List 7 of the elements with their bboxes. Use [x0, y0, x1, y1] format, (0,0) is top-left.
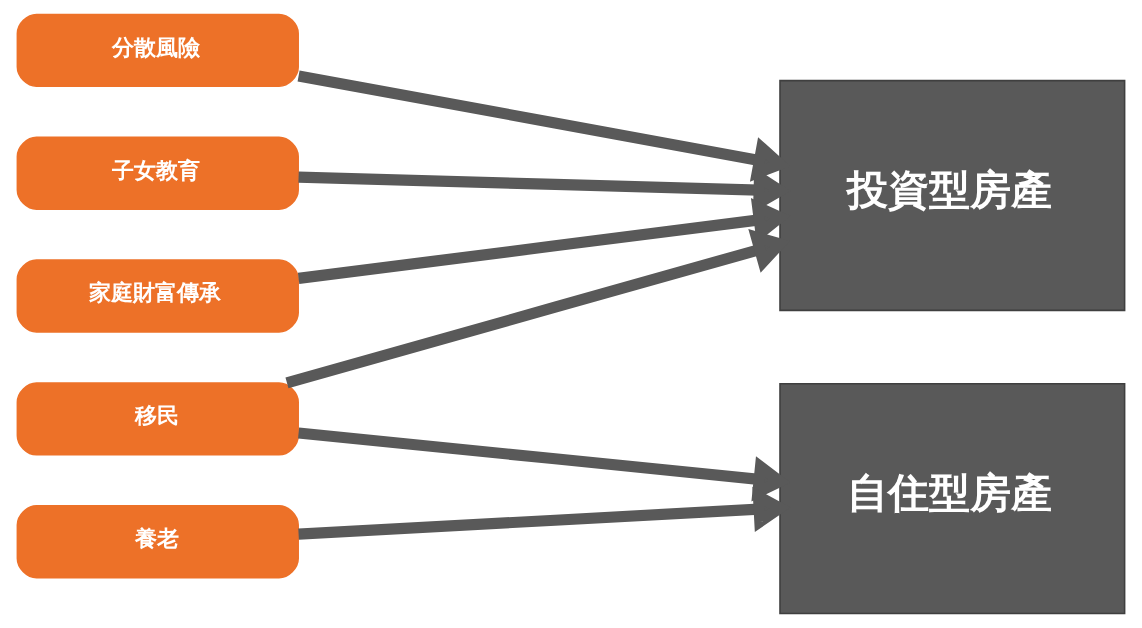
node-box: 投資型房產: [779, 79, 1126, 312]
node-box: 自住型房產: [779, 383, 1126, 615]
node-box: 分散風險: [16, 13, 299, 88]
node-box: 家庭財富傳承: [16, 259, 299, 333]
node-box: 養老: [16, 505, 299, 579]
node-box: 子女教育: [16, 136, 299, 210]
node-box: 移民: [16, 382, 299, 456]
